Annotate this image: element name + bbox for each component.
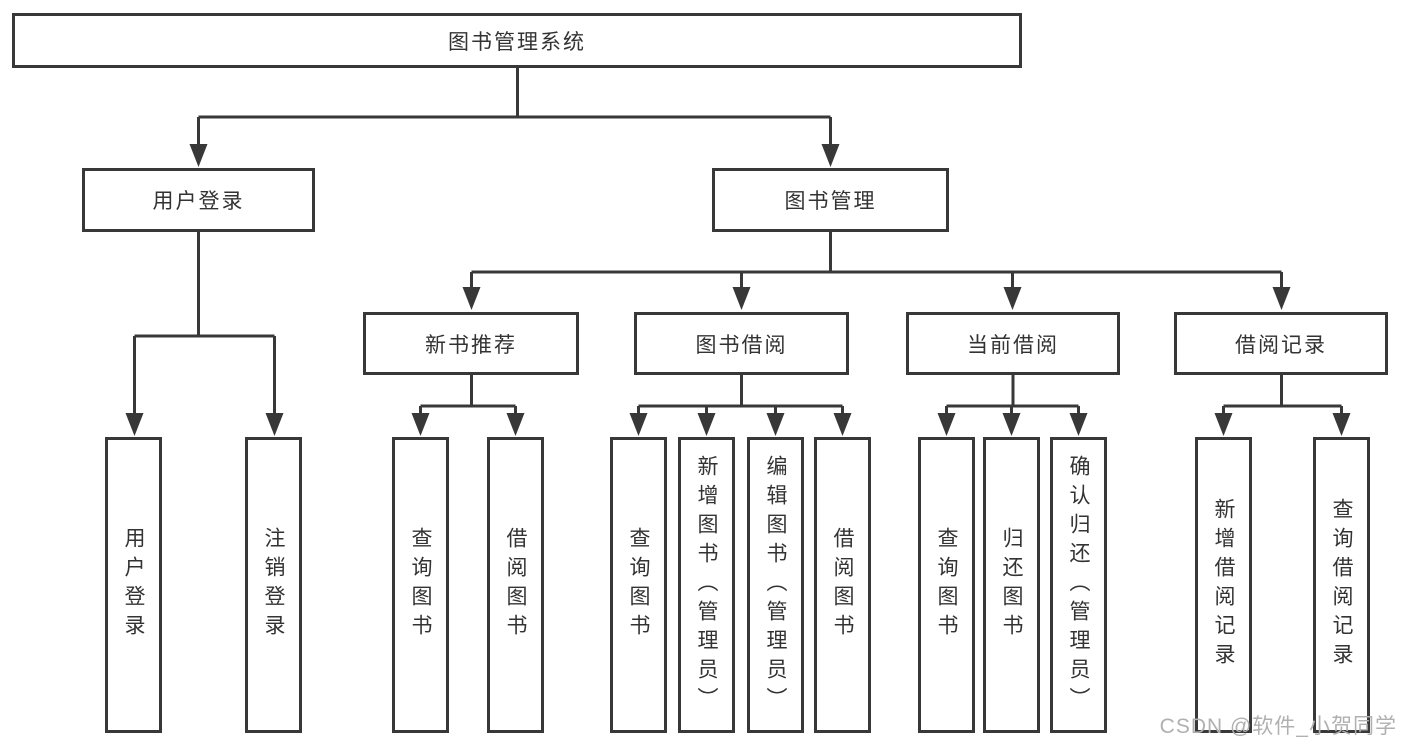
node-book-borrow: 图书借阅 [634, 312, 849, 375]
node-current-borrow: 当前借阅 [906, 312, 1120, 375]
leaf-query-books-current: 查询图书 [918, 437, 975, 733]
leaf-borrow-books-recommend-label: 借阅图书 [504, 527, 527, 643]
node-borrow-records: 借阅记录 [1174, 312, 1388, 375]
watermark: CSDN @软件_小贺同学 [1159, 715, 1397, 738]
leaf-user-login-label: 用户登录 [122, 527, 145, 643]
leaf-edit-book-admin: 编辑图书（管理员） [747, 437, 804, 733]
node-book-management: 图书管理 [712, 168, 949, 232]
leaf-confirm-return-admin: 确认归还（管理员） [1050, 437, 1107, 733]
node-library-management-system: 图书管理系统 [12, 13, 1022, 68]
leaf-add-borrow-record: 新增借阅记录 [1195, 437, 1252, 733]
leaf-query-books-borrow: 查询图书 [610, 437, 667, 733]
leaf-add-borrow-record-label: 新增借阅记录 [1212, 498, 1235, 672]
leaf-query-books-current-label: 查询图书 [935, 527, 958, 643]
leaf-return-book: 归还图书 [983, 437, 1040, 733]
leaf-query-borrow-record: 查询借阅记录 [1313, 437, 1370, 733]
leaf-confirm-return-admin-label: 确认归还（管理员） [1067, 454, 1090, 716]
leaf-add-book-admin: 新增图书（管理员） [678, 437, 735, 733]
leaf-query-books-recommend: 查询图书 [392, 437, 449, 733]
leaf-logout: 注销登录 [245, 437, 302, 733]
leaf-return-book-label: 归还图书 [1000, 527, 1023, 643]
leaf-user-login: 用户登录 [105, 437, 162, 733]
leaf-borrow-books-borrow-label: 借阅图书 [831, 527, 854, 643]
leaf-query-borrow-record-label: 查询借阅记录 [1330, 498, 1353, 672]
leaf-query-books-borrow-label: 查询图书 [627, 527, 650, 643]
node-user-login: 用户登录 [82, 168, 315, 232]
leaf-borrow-books-borrow: 借阅图书 [814, 437, 871, 733]
leaf-edit-book-admin-label: 编辑图书（管理员） [764, 454, 787, 716]
leaf-logout-label: 注销登录 [262, 527, 285, 643]
node-new-book-recommend: 新书推荐 [363, 312, 579, 375]
leaf-borrow-books-recommend: 借阅图书 [487, 437, 544, 733]
leaf-add-book-admin-label: 新增图书（管理员） [695, 454, 718, 716]
leaf-query-books-recommend-label: 查询图书 [409, 527, 432, 643]
